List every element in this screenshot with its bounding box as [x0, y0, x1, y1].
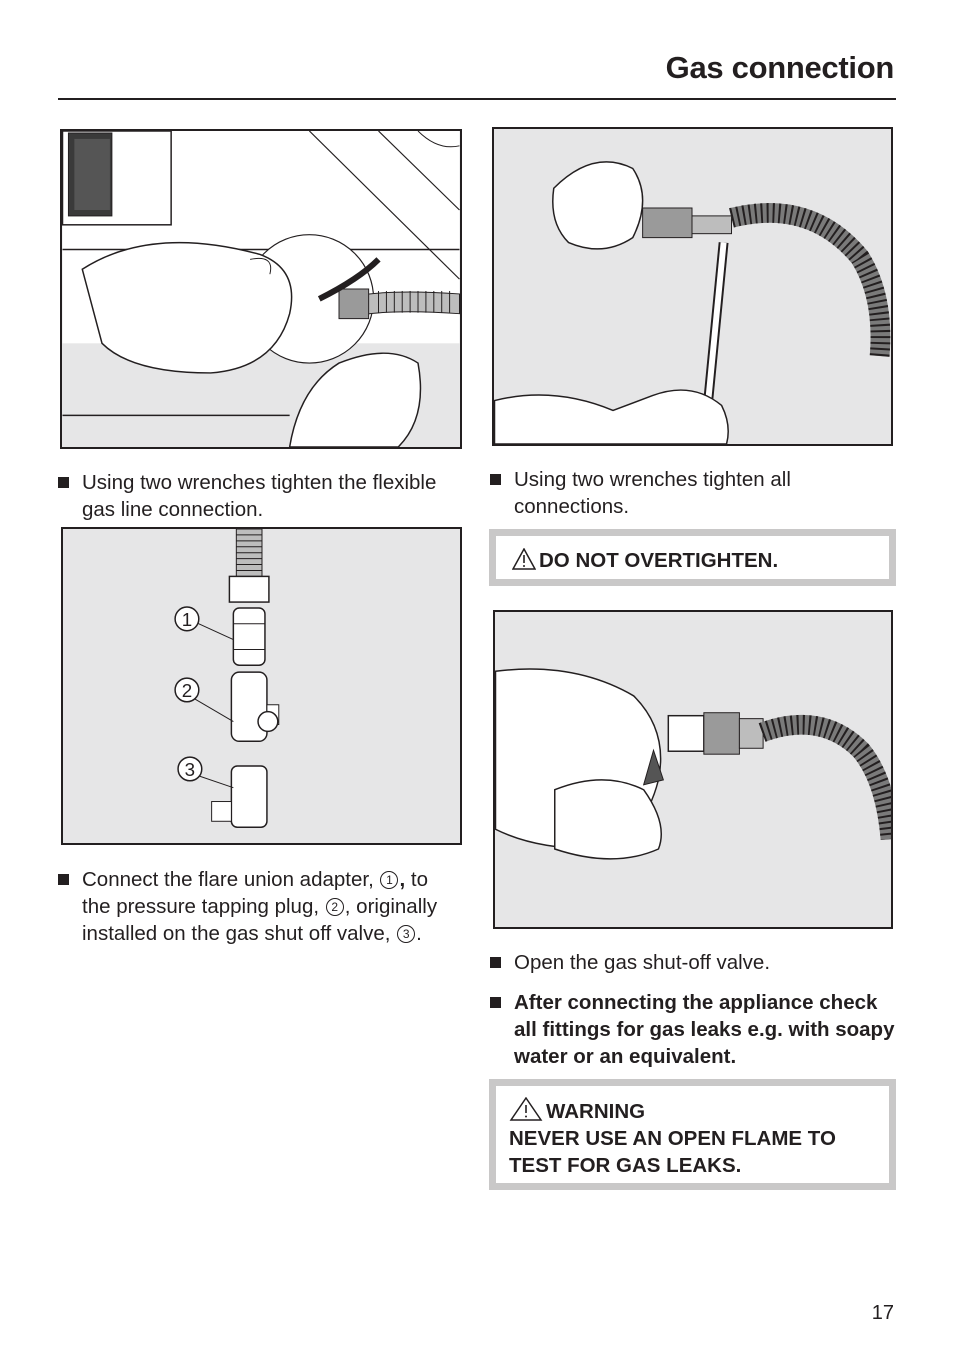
- label-1: 1: [182, 609, 192, 630]
- ref-number-3: 3: [397, 925, 416, 943]
- step-connect-adapter: Connect the flare union adapter, 1, to t…: [58, 866, 462, 947]
- step-tighten-flex-line: Using two wrenches tighten the flexible …: [58, 469, 458, 523]
- bullet-square-icon: [490, 957, 501, 968]
- caution-text: DO NOT OVERTIGHTEN.: [539, 549, 779, 572]
- warning-open-flame: WARNING NEVER USE AN OPEN FLAME TO TEST …: [489, 1079, 896, 1190]
- step-text-part-c: originally installed on the gas shut off…: [82, 895, 438, 945]
- bullet-square-icon: [58, 874, 69, 885]
- bullet-square-icon: [490, 997, 501, 1008]
- figure-wrench-all-connections: [492, 127, 893, 446]
- label-2: 2: [182, 680, 192, 701]
- step-text: Open the gas shut-off valve.: [514, 951, 771, 974]
- ref-number-2: 2: [325, 898, 344, 916]
- warning-title-row: WARNING: [509, 1097, 889, 1125]
- step-open-valve: Open the gas shut-off valve.: [490, 949, 894, 976]
- warning-line-1: NEVER USE AN OPEN FLAME TO: [509, 1127, 836, 1150]
- figure-wrench-flex-line: [60, 129, 462, 449]
- page-title: Gas connection: [665, 50, 895, 85]
- step-text: Connect the flare union adapter, 1, to t…: [82, 868, 438, 945]
- step-text-part-a: Connect the flare union adapter,: [82, 868, 374, 891]
- label-3: 3: [185, 759, 195, 780]
- step-text: After connecting the appliance check all…: [514, 991, 895, 1068]
- step-check-leaks: After connecting the appliance check all…: [490, 989, 896, 1070]
- header-rule: [58, 98, 896, 100]
- warning-title: WARNING: [546, 1100, 646, 1123]
- warning-triangle-icon: [512, 548, 536, 570]
- warning-triangle-icon: [509, 1097, 543, 1121]
- step-text: Using two wrenches tighten all connectio…: [514, 468, 791, 518]
- bullet-square-icon: [58, 477, 69, 488]
- bullet-square-icon: [490, 474, 501, 485]
- warning-line-2: TEST FOR GAS LEAKS.: [509, 1154, 742, 1177]
- step-text: Using two wrenches tighten the flexible …: [82, 471, 437, 521]
- step-text-part-b: to the pressure tapping plug,: [82, 868, 428, 918]
- figure-open-valve: [493, 610, 893, 929]
- page-number: 17: [871, 1302, 894, 1324]
- ref-number-1: 1: [380, 871, 399, 889]
- figure-fittings-exploded: 1 2 3: [61, 527, 462, 845]
- caution-overtighten: DO NOT OVERTIGHTEN.: [489, 529, 896, 586]
- step-tighten-all: Using two wrenches tighten all connectio…: [490, 466, 890, 520]
